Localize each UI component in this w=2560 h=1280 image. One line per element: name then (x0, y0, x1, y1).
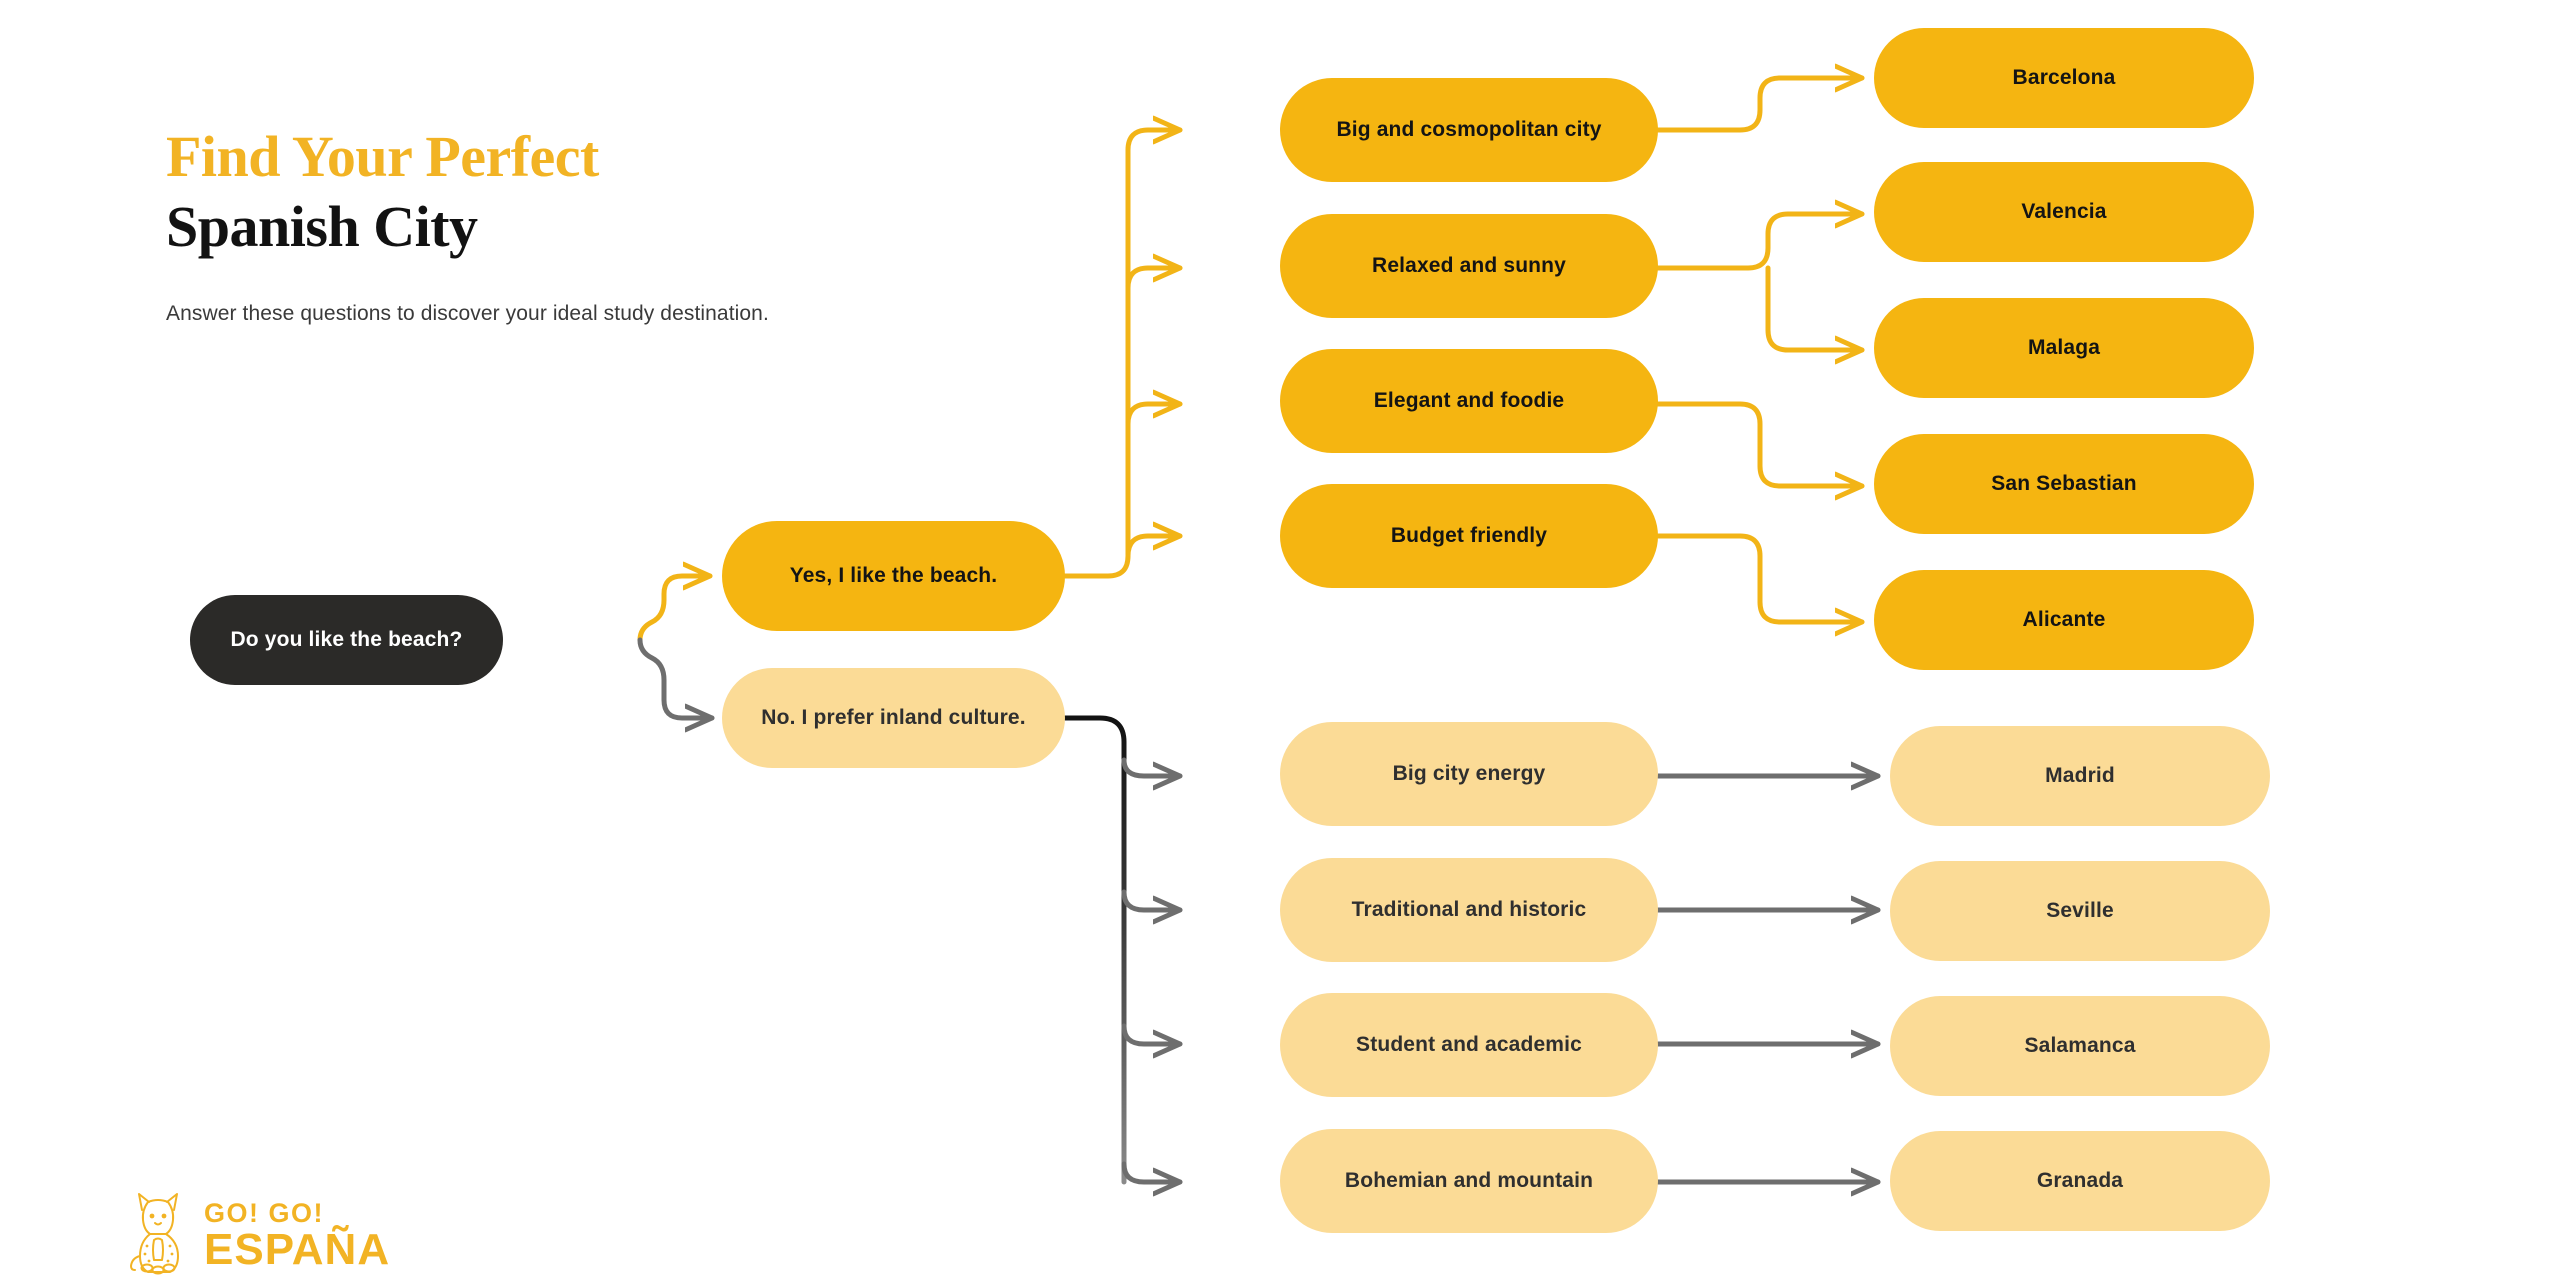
node-city-seville-label: Seville (2046, 899, 2114, 923)
page-title-line1: Find Your Perfect (166, 124, 599, 189)
wire-root-to-yes (637, 576, 713, 643)
node-option-student-academic-label: Student and academic (1356, 1033, 1582, 1057)
node-city-barcelona[interactable]: Barcelona (1874, 28, 2254, 128)
node-city-alicante[interactable]: Alicante (1874, 570, 2254, 670)
node-option-big-city-energy-label: Big city energy (1392, 762, 1546, 786)
node-root-label: Do you like the beach? (230, 628, 463, 652)
node-city-alicante-label: Alicante (2022, 608, 2106, 632)
node-option-big-city-energy[interactable]: Big city energy (1280, 722, 1658, 826)
node-option-big-cosmopolitan-label: Big and cosmopolitan city (1336, 118, 1602, 142)
node-city-madrid[interactable]: Madrid (1890, 726, 2270, 826)
wire-no-to-student (1121, 1023, 1183, 1044)
wire-elegant-sansebastian (1655, 401, 1865, 486)
page-subtitle: Answer these questions to discover your … (166, 302, 769, 325)
page-title-line2: Spanish City (166, 194, 478, 259)
wire-yes-to-budget (1125, 536, 1183, 559)
wire-no-to-traditional (1121, 889, 1183, 910)
node-branch-beach-yes[interactable]: Yes, I like the beach. (722, 521, 1065, 631)
node-option-budget-friendly-label: Budget friendly (1390, 524, 1548, 548)
node-city-barcelona-label: Barcelona (2012, 66, 2116, 90)
wire-yes-to-elegant (1125, 404, 1183, 559)
node-root-question[interactable]: Do you like the beach? (190, 595, 503, 685)
node-option-elegant-foodie-label: Elegant and foodie (1373, 389, 1565, 413)
node-city-malaga-label: Malaga (2027, 336, 2101, 360)
wire-cosmopolitan-barcelona (1655, 78, 1865, 133)
lynx-icon (130, 1193, 179, 1275)
node-city-san-sebastian[interactable]: San Sebastian (1874, 434, 2254, 534)
node-option-traditional-historic[interactable]: Traditional and historic (1280, 858, 1658, 962)
node-option-relaxed-sunny[interactable]: Relaxed and sunny (1280, 214, 1658, 318)
node-city-granada[interactable]: Granada (1890, 1131, 2270, 1231)
logo-line2: ESPAÑA (204, 1224, 390, 1274)
page-header: Find Your Perfect Spanish City Answer th… (166, 128, 1066, 326)
node-option-budget-friendly[interactable]: Budget friendly (1280, 484, 1658, 588)
node-option-traditional-historic-label: Traditional and historic (1351, 898, 1587, 922)
node-city-granada-label: Granada (2036, 1169, 2124, 1193)
wire-no-trunk (1062, 715, 1127, 1185)
brand-logo: GO! GO! ESPAÑA (128, 1188, 398, 1280)
node-option-big-cosmopolitan[interactable]: Big and cosmopolitan city (1280, 78, 1658, 182)
node-option-student-academic[interactable]: Student and academic (1280, 993, 1658, 1097)
node-city-valencia[interactable]: Valencia (1874, 162, 2254, 262)
node-branch-beach-yes-label: Yes, I like the beach. (789, 564, 998, 588)
node-branch-beach-no[interactable]: No. I prefer inland culture. (722, 668, 1065, 768)
node-city-madrid-label: Madrid (2045, 764, 2115, 788)
wire-budget-alicante (1655, 533, 1865, 622)
node-option-bohemian-mountain-label: Bohemian and mountain (1344, 1169, 1594, 1193)
node-city-salamanca-label: Salamanca (2024, 1034, 2136, 1058)
wire-yes-to-relaxed (1125, 268, 1183, 559)
node-option-relaxed-sunny-label: Relaxed and sunny (1372, 254, 1566, 278)
node-city-salamanca[interactable]: Salamanca (1890, 996, 2270, 1096)
node-option-elegant-foodie[interactable]: Elegant and foodie (1280, 349, 1658, 453)
wire-no-to-bohemian (1121, 1161, 1183, 1182)
wire-relaxed-malaga (1765, 265, 1865, 350)
node-city-seville[interactable]: Seville (1890, 861, 2270, 961)
node-city-valencia-label: Valencia (2021, 200, 2107, 224)
wire-no-to-bigcity (1121, 757, 1183, 776)
wire-root-to-no (637, 637, 715, 718)
logo-line1: GO! GO! (204, 1198, 324, 1228)
node-branch-beach-no-label: No. I prefer inland culture. (761, 706, 1026, 730)
node-option-bohemian-mountain[interactable]: Bohemian and mountain (1280, 1129, 1658, 1233)
node-city-san-sebastian-label: San Sebastian (1991, 472, 2137, 496)
wire-relaxed-valencia (1655, 214, 1865, 271)
node-city-malaga[interactable]: Malaga (1874, 298, 2254, 398)
wire-yes-trunk-up (1062, 130, 1183, 579)
